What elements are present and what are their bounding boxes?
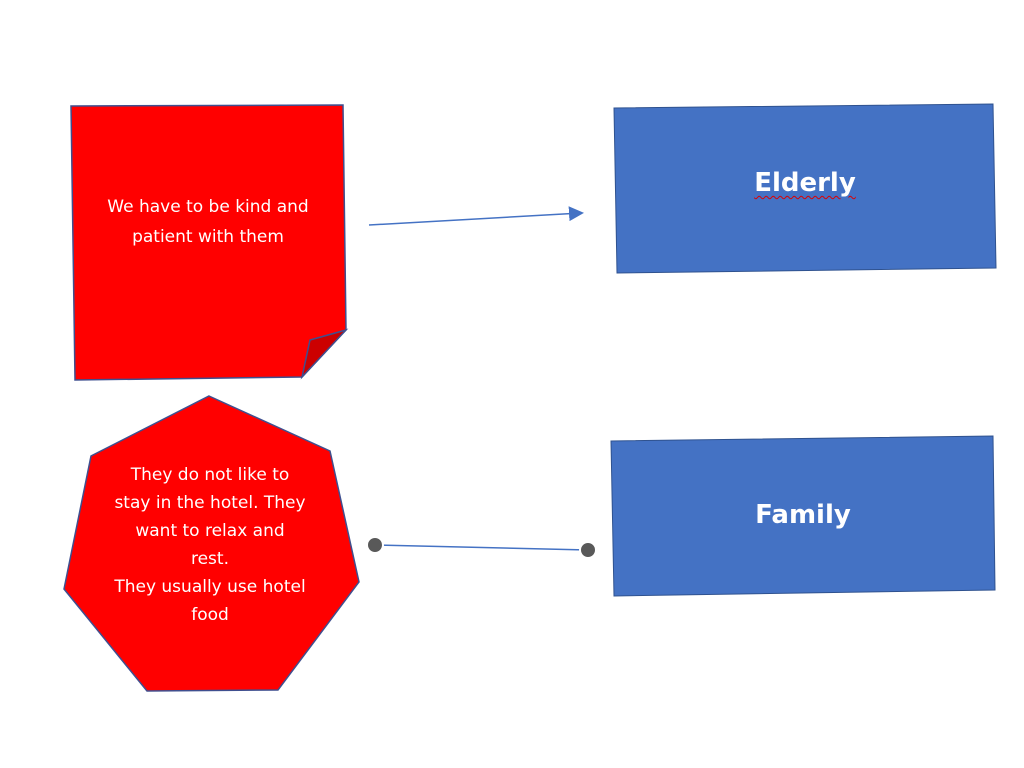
line-connector[interactable] [374, 544, 589, 551]
elderly-box[interactable] [613, 103, 997, 274]
connector-end-handle[interactable] [579, 541, 597, 559]
heptagon-text: They do not like to stay in the hotel. T… [114, 465, 306, 625]
elderly-label-wrap: Elderly [617, 168, 993, 198]
arrow-connector[interactable] [368, 206, 584, 226]
heptagon-shape[interactable] [63, 395, 360, 692]
elderly-label: Elderly [754, 168, 856, 198]
note-text: We have to be kind and patient with them [107, 197, 309, 247]
connector-start-handle[interactable] [366, 536, 384, 554]
family-label: Family [755, 500, 851, 530]
note-fold [300, 328, 349, 380]
family-box[interactable] [610, 435, 996, 597]
